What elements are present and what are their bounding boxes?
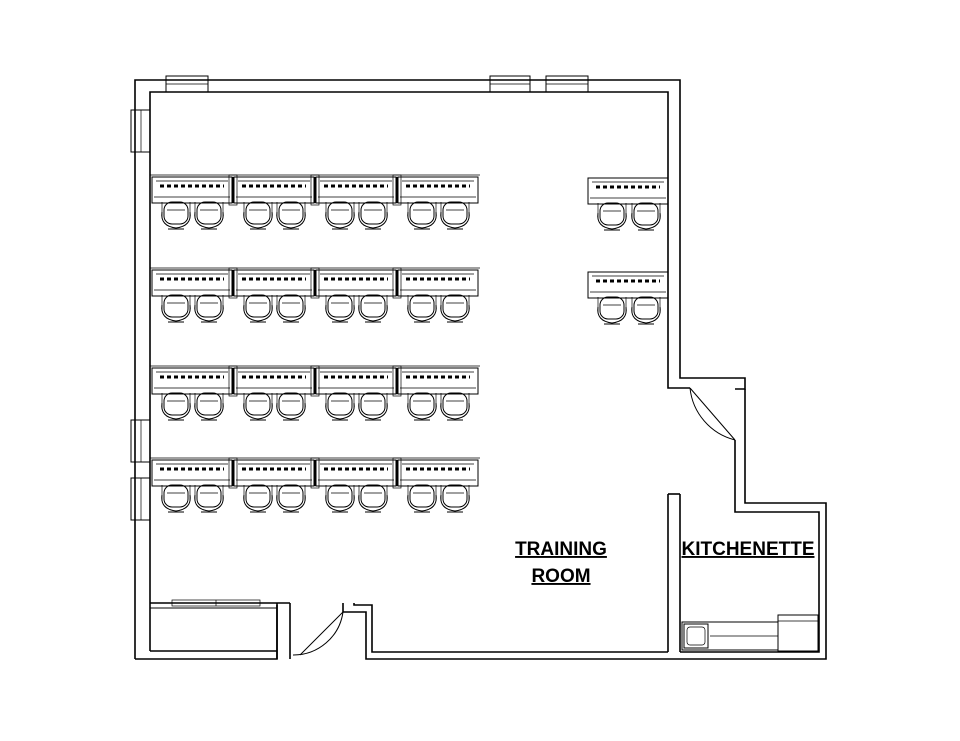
sink-icon xyxy=(683,623,709,649)
chair-icon xyxy=(161,392,191,421)
window-icon xyxy=(130,477,151,521)
window-icon xyxy=(171,599,261,607)
desk-row xyxy=(150,174,480,230)
desk-icon xyxy=(587,271,669,299)
chair-icon xyxy=(358,201,388,230)
chair-icon xyxy=(325,294,355,323)
chair-icon xyxy=(243,392,273,421)
windows xyxy=(130,75,589,607)
desk-icon xyxy=(233,459,315,487)
chair-icon xyxy=(440,484,470,513)
chair-icon xyxy=(161,294,191,323)
chair-icon xyxy=(194,294,224,323)
desk-icon xyxy=(397,459,479,487)
desk-icon xyxy=(233,269,315,297)
window-icon xyxy=(130,109,151,153)
desk-icon xyxy=(233,176,315,204)
chair-icon xyxy=(161,201,191,230)
desk-row-short xyxy=(587,271,669,325)
desk-icon xyxy=(151,367,233,395)
chair-icon xyxy=(325,201,355,230)
chair-icon xyxy=(440,201,470,230)
chair-icon xyxy=(597,296,627,325)
chair-icon xyxy=(161,484,191,513)
chair-icon xyxy=(276,484,306,513)
chair-icon xyxy=(243,294,273,323)
desk-icon xyxy=(151,176,233,204)
desk-icon xyxy=(587,177,669,205)
chair-icon xyxy=(358,392,388,421)
desk-icon xyxy=(397,269,479,297)
training-room-label-line2: ROOM xyxy=(531,566,590,587)
desk-icon xyxy=(315,367,397,395)
chair-icon xyxy=(597,202,627,231)
chair-icon xyxy=(276,392,306,421)
desk-icon xyxy=(397,176,479,204)
desk-rows xyxy=(150,174,669,513)
chair-icon xyxy=(631,202,661,231)
desk-row-short xyxy=(587,177,669,231)
kitchenette-label: KITCHENETTE xyxy=(682,539,815,560)
chair-icon xyxy=(243,484,273,513)
chair-icon xyxy=(276,201,306,230)
chair-icon xyxy=(276,294,306,323)
window-icon xyxy=(545,75,589,93)
training-room-label-line1: TRAINING xyxy=(515,539,607,560)
chair-icon xyxy=(243,201,273,230)
chair-icon xyxy=(325,392,355,421)
window-icon xyxy=(130,419,151,463)
desk-icon xyxy=(397,367,479,395)
chair-icon xyxy=(440,392,470,421)
desk-row xyxy=(150,267,480,323)
chair-icon xyxy=(325,484,355,513)
desk-icon xyxy=(151,459,233,487)
door-swing-icon xyxy=(292,611,344,656)
chair-icon xyxy=(407,294,437,323)
chair-icon xyxy=(407,392,437,421)
desk-icon xyxy=(151,269,233,297)
chair-icon xyxy=(194,201,224,230)
window-icon xyxy=(489,75,531,93)
chair-icon xyxy=(407,484,437,513)
walls xyxy=(134,79,827,660)
desk-icon xyxy=(315,459,397,487)
window-icon xyxy=(165,75,209,93)
chair-icon xyxy=(194,392,224,421)
kitchen-counter xyxy=(681,621,779,651)
chair-icon xyxy=(194,484,224,513)
chair-icon xyxy=(407,201,437,230)
desk-icon xyxy=(315,176,397,204)
desk-row xyxy=(150,365,480,421)
door-swing-icon xyxy=(689,387,736,441)
chair-icon xyxy=(358,294,388,323)
chair-icon xyxy=(358,484,388,513)
desk-icon xyxy=(315,269,397,297)
chair-icon xyxy=(631,296,661,325)
desk-row xyxy=(150,457,480,513)
appliance-icon xyxy=(777,614,819,652)
chair-icon xyxy=(440,294,470,323)
desk-icon xyxy=(233,367,315,395)
